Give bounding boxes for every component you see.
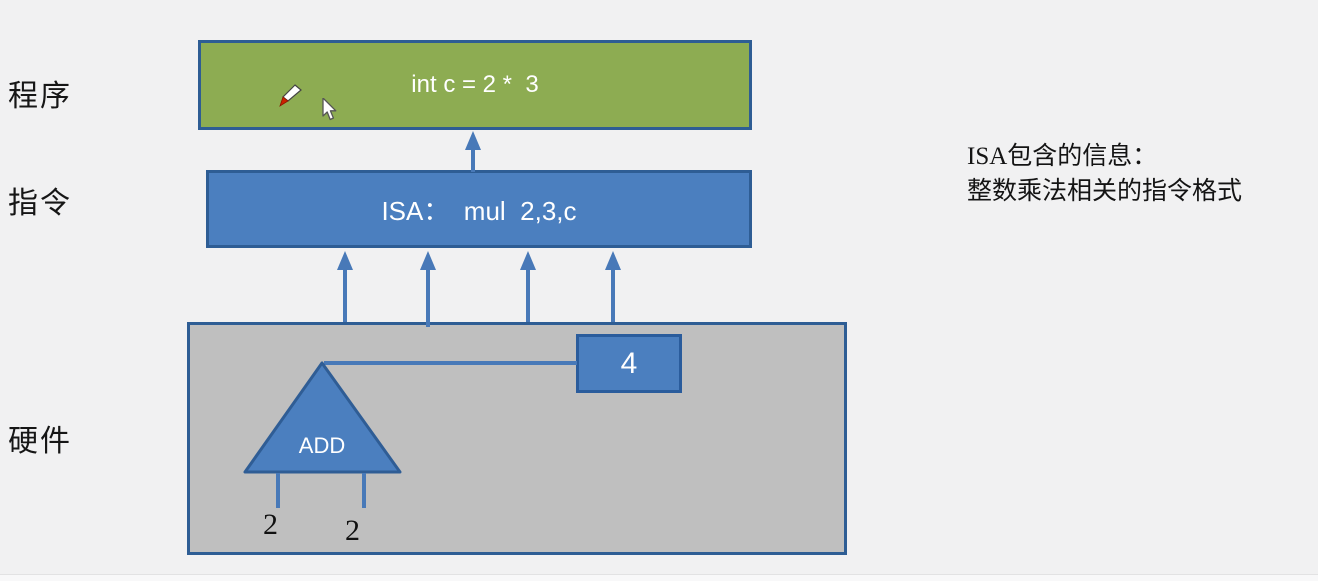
arrow-hardware-to-isa-2	[420, 251, 436, 327]
layer-label-hardware: 硬件	[8, 425, 72, 458]
result-register-value: 4	[620, 346, 638, 380]
bottom-strip	[0, 575, 1318, 581]
adder-input-value-2: 2	[345, 514, 360, 547]
arrow-isa-to-program	[465, 131, 481, 172]
adder-input-value-1: 2	[263, 508, 278, 541]
layer-label-instruction: 指令	[8, 187, 72, 220]
arrow-hardware-to-isa-3	[520, 251, 536, 322]
side-note-line2: 整数乘法相关的指令格式	[967, 178, 1243, 205]
arrow-hardware-to-isa-1	[337, 251, 353, 322]
isa-box: ISA： mul 2,3,c	[206, 170, 752, 248]
arrow-cursor-icon	[322, 98, 337, 121]
layer-label-program: 程序	[8, 80, 72, 113]
adder-label: ADD	[298, 433, 346, 458]
side-note-line1: ISA包含的信息：	[967, 143, 1158, 170]
arrow-hardware-to-isa-4	[605, 251, 621, 322]
pen-cursor-icon	[279, 84, 302, 107]
program-box-text: int c = 2 * 3	[411, 71, 539, 98]
result-register-box: 4	[576, 334, 682, 393]
program-box: int c = 2 * 3	[198, 40, 752, 130]
isa-box-text: ISA： mul 2,3,c	[381, 195, 577, 226]
side-note: ISA包含的信息： 整数乘法相关的指令格式	[967, 139, 1242, 209]
bottom-divider	[0, 574, 1318, 575]
